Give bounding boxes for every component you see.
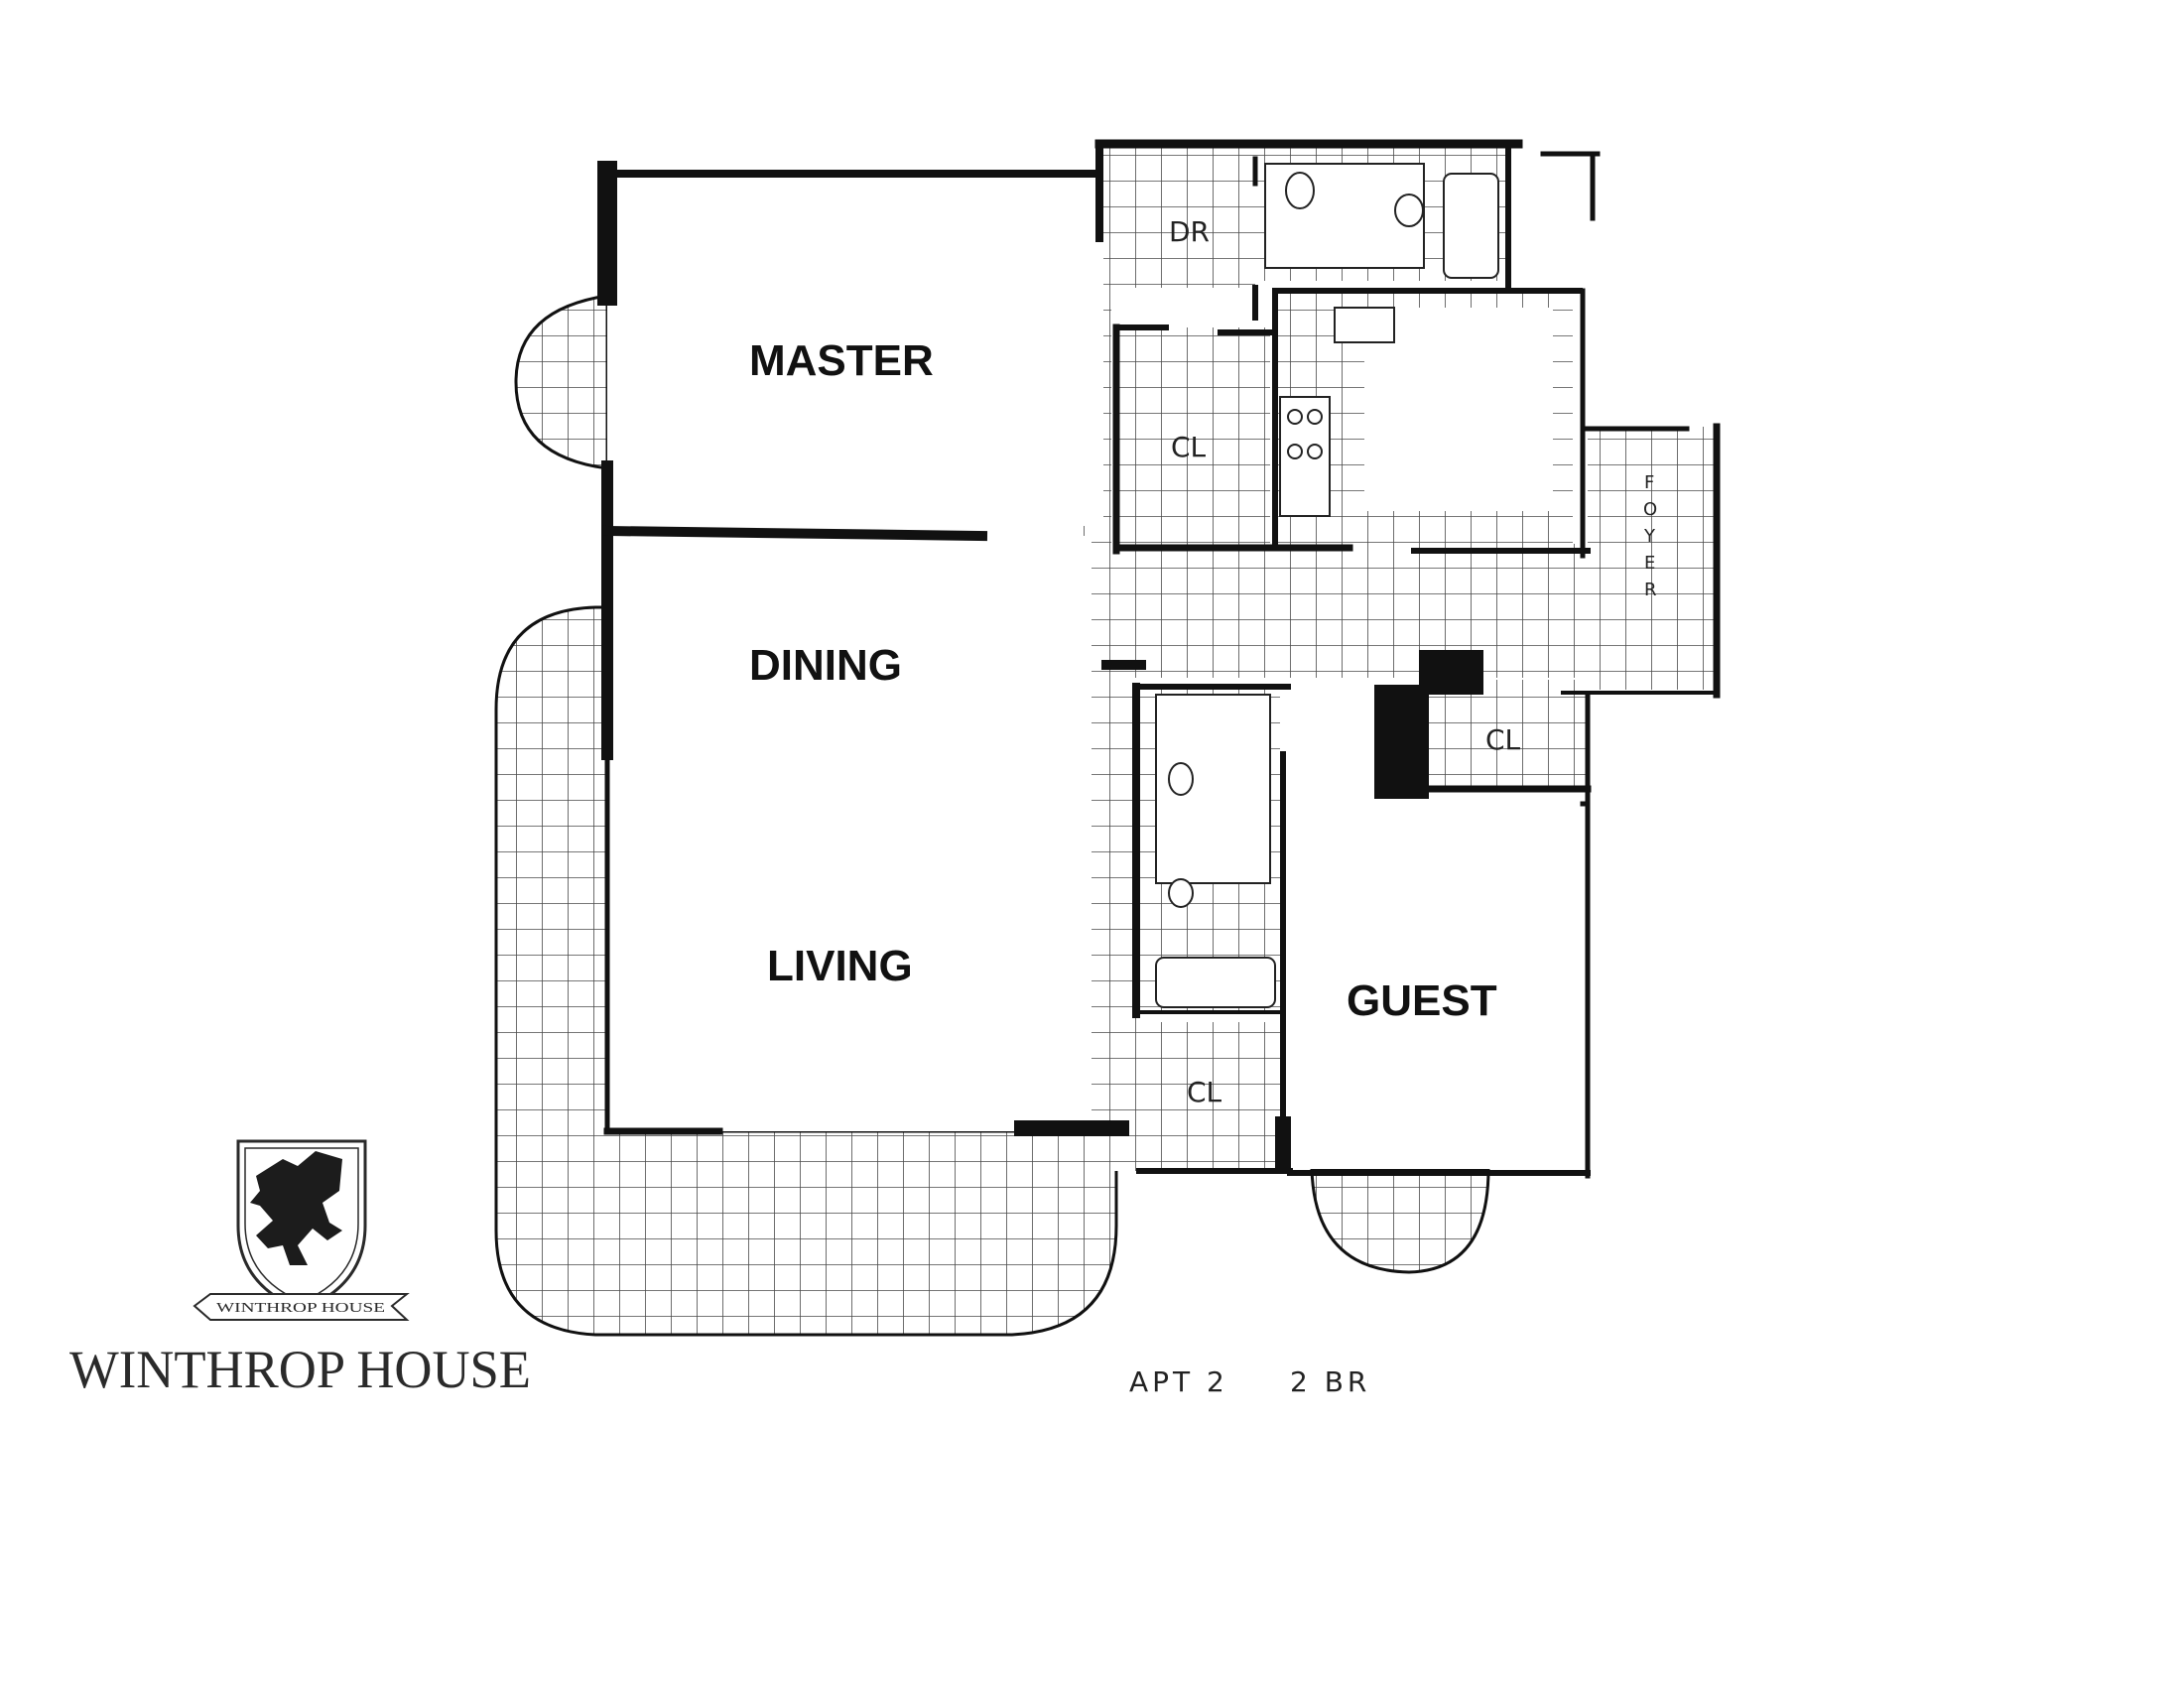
foyer-label: F O Y E R bbox=[1643, 472, 1657, 600]
lion-rampant-shield-icon bbox=[236, 1139, 367, 1312]
scroll-text: WINTHROP HOUSE bbox=[216, 1301, 385, 1316]
sink-icon bbox=[1285, 172, 1315, 209]
foyer-letter: E bbox=[1644, 553, 1655, 574]
master-closet-floor bbox=[1116, 327, 1270, 544]
master-closet-label: CL bbox=[1171, 431, 1207, 463]
plan-caption: APT 2 2 BR bbox=[1129, 1365, 1370, 1398]
lower-toilet-icon bbox=[1168, 878, 1194, 908]
foyer-letter: O bbox=[1643, 499, 1657, 520]
guest-room bbox=[1290, 802, 1588, 1169]
unit-caption: APT 2 bbox=[1129, 1365, 1228, 1398]
bath-closet-floor bbox=[1139, 1022, 1280, 1171]
guest-label: GUEST bbox=[1347, 976, 1497, 1025]
guest-bay-window bbox=[1310, 1167, 1490, 1274]
living-dining-room bbox=[607, 536, 1092, 1131]
master-label: MASTER bbox=[749, 336, 934, 385]
bathtub-icon bbox=[1443, 173, 1499, 279]
walls bbox=[597, 139, 1721, 1179]
master-room bbox=[607, 184, 1103, 526]
brand-wordmark: WINTHROP HOUSE bbox=[69, 1340, 531, 1399]
bedrooms-caption: 2 BR bbox=[1290, 1365, 1370, 1398]
dining-label: DINING bbox=[749, 641, 902, 690]
room-labels: MASTER DINING LIVING GUEST DR CL CL CL F… bbox=[749, 215, 1657, 1108]
winthrop-crest-logo: WINTHROP HOUSE WINTHROP HOUSE bbox=[69, 1139, 531, 1399]
terrace bbox=[494, 605, 1118, 1337]
master-bay-window bbox=[514, 294, 609, 470]
foyer-letter: F bbox=[1644, 472, 1654, 493]
bath-closet-label: CL bbox=[1187, 1076, 1222, 1108]
toilet-icon bbox=[1394, 194, 1424, 227]
dressing-room-floor bbox=[1101, 147, 1255, 288]
living-label: LIVING bbox=[767, 942, 913, 990]
foyer-floor bbox=[1588, 427, 1717, 690]
guest-closet-floor bbox=[1429, 680, 1588, 789]
guest-closet-label: CL bbox=[1485, 723, 1521, 756]
kitchen-work-area bbox=[1364, 308, 1553, 511]
lower-bathtub-icon bbox=[1155, 957, 1276, 1008]
lower-sink-icon bbox=[1168, 762, 1194, 796]
dishwasher-icon bbox=[1334, 307, 1395, 343]
dressing-label: DR bbox=[1169, 215, 1210, 248]
corridor-floor bbox=[1101, 544, 1598, 678]
foyer-letter: Y bbox=[1643, 526, 1656, 547]
banner-scroll: WINTHROP HOUSE bbox=[193, 1293, 410, 1321]
foyer-letter: R bbox=[1644, 580, 1657, 600]
open-rooms bbox=[607, 184, 1588, 1169]
fixtures bbox=[1155, 163, 1499, 1008]
